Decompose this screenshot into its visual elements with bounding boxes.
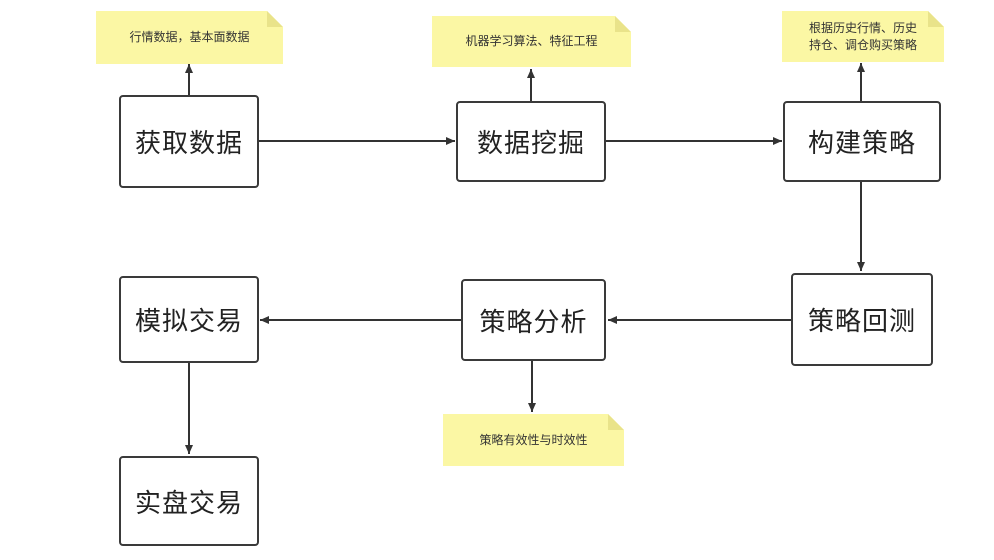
note-strategy-analysis: 策略有效性与时效性: [443, 414, 624, 466]
note-data-mining-text: 机器学习算法、特征工程: [465, 34, 598, 48]
node-live-trading-label: 实盘交易: [134, 488, 243, 519]
node-build-strategy: 构建策略: [783, 101, 941, 182]
node-build-strategy-label: 构建策略: [807, 129, 916, 159]
node-paper-trading-label: 模拟交易: [134, 307, 243, 337]
sticky-note-shape: [432, 16, 631, 67]
node-paper-trading: 模拟交易: [119, 276, 259, 363]
sticky-note-shape: [96, 11, 283, 64]
note-build-strategy-text: 根据历史行情、历史 持仓、调仓购买策略: [803, 20, 923, 54]
sticky-note-shape: [443, 414, 624, 466]
note-build-strategy: 根据历史行情、历史 持仓、调仓购买策略: [782, 11, 944, 62]
note-acquire-data-text: 行情数据，基本面数据: [129, 30, 250, 44]
node-strategy-analysis: 策略分析: [461, 279, 606, 361]
node-data-mining: 数据挖掘: [456, 101, 606, 182]
node-strategy-analysis-label: 策略分析: [479, 307, 588, 338]
note-data-mining: 机器学习算法、特征工程: [432, 16, 631, 67]
node-live-trading: 实盘交易: [119, 456, 259, 546]
sticky-note-shape: [782, 11, 944, 62]
note-build-strategy-line2: 持仓、调仓购买策略: [808, 37, 917, 52]
node-backtest-label: 策略回测: [807, 307, 916, 337]
node-data-mining-label: 数据挖掘: [476, 129, 585, 159]
node-acquire-data-label: 获取数据: [134, 129, 243, 159]
note-acquire-data: 行情数据，基本面数据: [96, 11, 283, 64]
note-strategy-analysis-text: 策略有效性与时效性: [479, 432, 588, 447]
node-backtest: 策略回测: [791, 273, 933, 366]
node-acquire-data: 获取数据: [119, 95, 259, 188]
note-build-strategy-line1: 根据历史行情、历史: [808, 20, 917, 35]
